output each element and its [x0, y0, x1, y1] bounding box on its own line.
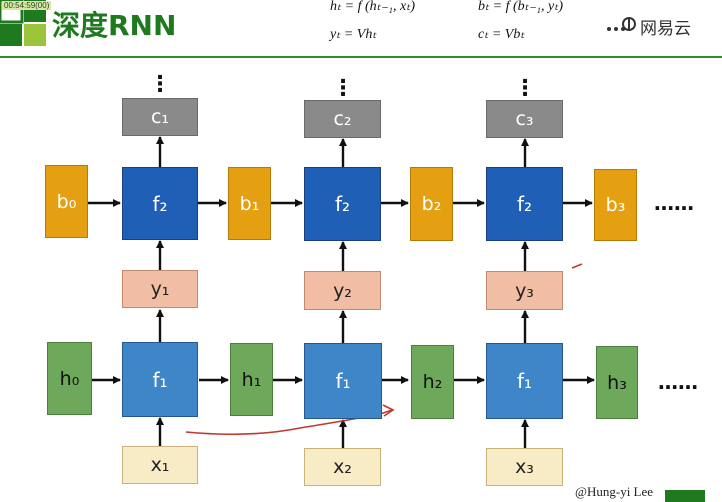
- hidden-h2: h₂: [411, 345, 454, 419]
- layer1-cell-3: f₁: [486, 343, 563, 419]
- header-divider: [0, 56, 722, 58]
- equation-h-update: hₜ = f (hₜ₋₁, xₜ): [330, 0, 416, 14]
- continuation-dots-bottom: ……: [658, 370, 698, 394]
- video-timestamp: 00:54:59(00): [2, 1, 52, 10]
- slide-title: 深度RNN: [52, 9, 177, 42]
- vertical-dots-3: ⋮: [514, 75, 536, 101]
- output-y3: y₃: [486, 271, 563, 310]
- vertical-dots-1: ⋮: [149, 71, 171, 97]
- output-c3: c₃: [486, 100, 563, 138]
- brand-name: 网易云: [640, 19, 691, 39]
- hidden-h1: h₁: [230, 343, 273, 416]
- slide-header: 00:54:59(00) 深度RNN hₜ = f (hₜ₋₁, xₜ) yₜ …: [0, 0, 722, 50]
- equation-b-update: bₜ = f (bₜ₋₁, yₜ): [478, 0, 564, 14]
- hidden-b2: b₂: [410, 167, 453, 241]
- layer2-cell-3: f₂: [486, 167, 563, 241]
- author-credit: @Hung-yi Lee: [575, 484, 654, 499]
- output-c2: c₂: [304, 100, 381, 138]
- output-c1: c₁: [122, 98, 198, 136]
- layer2-cell-1: f₂: [122, 167, 198, 240]
- brand-logo-icon: [622, 17, 636, 31]
- hidden-b0: b₀: [45, 165, 88, 238]
- layer2-cell-2: f₂: [304, 167, 381, 241]
- hidden-b1: b₁: [228, 167, 271, 240]
- input-x1: x₁: [122, 446, 198, 484]
- output-y2: y₂: [304, 271, 381, 310]
- hidden-b3: b₃: [594, 169, 637, 241]
- layer1-cell-2: f₁: [304, 343, 382, 419]
- layer1-cell-1: f₁: [122, 342, 198, 417]
- vertical-dots-2: ⋮: [332, 75, 354, 101]
- equation-y-output: yₜ = Vhₜ: [330, 27, 377, 42]
- input-x3: x₃: [486, 448, 563, 486]
- continuation-dots-top: ……: [654, 191, 694, 215]
- hidden-h3: h₃: [596, 346, 638, 419]
- output-y1: y₁: [122, 270, 198, 308]
- hidden-h0: h₀: [47, 342, 92, 415]
- footer-accent-bar: [665, 490, 705, 502]
- input-x2: x₂: [304, 448, 381, 486]
- equation-c-output: cₜ = Vbₜ: [478, 27, 525, 42]
